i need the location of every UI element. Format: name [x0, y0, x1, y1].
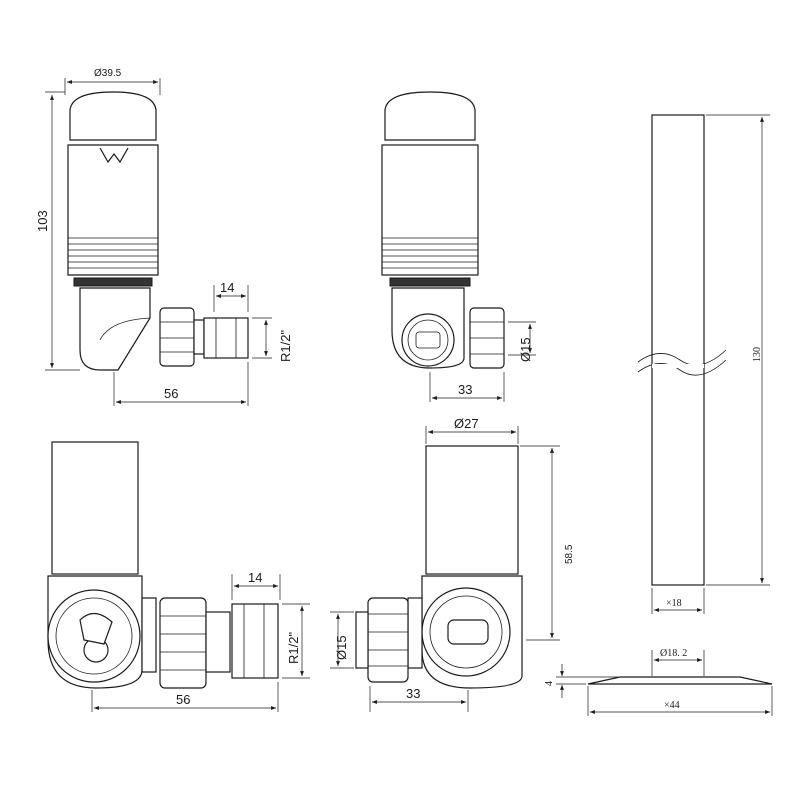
dimensions-collar: Ø18. 2 4 ×44 — [544, 648, 773, 716]
dim-pipe-diameter: ×18 — [666, 598, 682, 609]
dim-thread-bottom: R1/2" — [286, 632, 301, 664]
dim-body-diameter: Ø27 — [454, 416, 479, 431]
dim-collar-outer: ×44 — [664, 700, 680, 711]
dimensions-bottom-middle: Ø27 58.5 Ø15 33 — [330, 416, 575, 712]
dim-collar-thickness: 4 — [544, 681, 555, 686]
dimensions-top-middle: Ø15 33 — [429, 321, 536, 402]
dim-collar-inner: Ø18. 2 — [660, 648, 687, 659]
dim-thread-length-bottom: 14 — [248, 570, 262, 585]
thermostatic-valve-side-view — [67, 91, 249, 371]
dim-thread-top: R1/2" — [278, 330, 293, 362]
dimensions-bottom-left: 14 R1/2" 56 — [91, 570, 310, 712]
dim-offset-bottom: 33 — [406, 686, 420, 701]
thermostatic-valve-front-view — [381, 91, 505, 369]
dim-width-bottom: 56 — [176, 692, 190, 707]
dimensions-top-left: Ø39.5 103 14 R1/2" 56 — [35, 68, 293, 406]
dimensions-pipe: 130 ×18 — [651, 114, 770, 614]
dim-offset-top: 33 — [458, 382, 472, 397]
dim-thread-length-top: 14 — [220, 280, 234, 295]
manual-valve-front-view — [355, 445, 523, 689]
dim-width-top: 56 — [164, 386, 178, 401]
dim-body-height: 58.5 — [564, 544, 575, 564]
decorative-collar — [587, 676, 773, 685]
dim-head-diameter: Ø39.5 — [94, 68, 122, 79]
dim-pipe-diameter-top: Ø15 — [518, 337, 533, 362]
extension-pipe — [637, 114, 727, 586]
manual-valve-side-view — [47, 441, 279, 689]
dim-pipe-diameter-bottom: Ø15 — [334, 635, 349, 660]
dim-pipe-length: 130 — [752, 347, 763, 362]
dim-valve-height: 103 — [35, 210, 50, 232]
